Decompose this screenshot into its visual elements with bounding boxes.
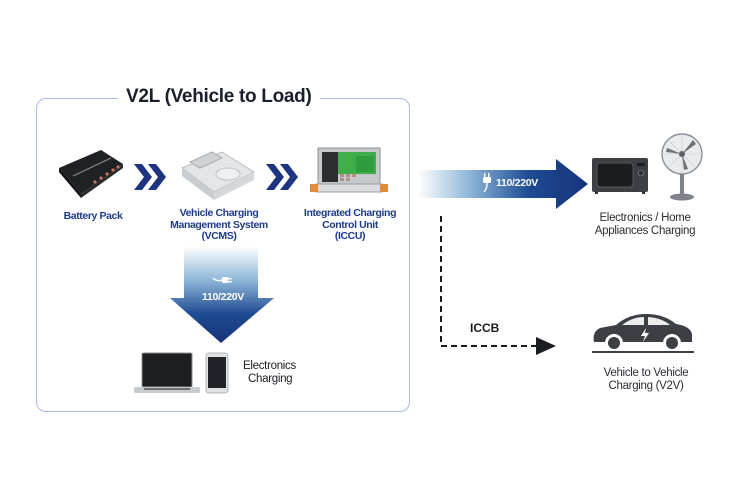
v2v-label-line: Vehicle to Vehicle	[603, 367, 689, 379]
laptop-icon	[134, 352, 200, 393]
iccu-unit-icon	[310, 147, 388, 193]
iccb-label: ICCB	[470, 321, 500, 335]
iccu-label-line: Control Unit	[322, 218, 378, 231]
iccu-label-line: Integrated Charging	[303, 207, 397, 219]
iccu-label-line: (ICCU)	[334, 230, 366, 242]
down-power-arrow	[170, 246, 274, 343]
chevron-right-icon	[266, 164, 298, 190]
v2v-label-line: Charging (V2V)	[608, 380, 684, 392]
right-power-arrow	[418, 159, 588, 209]
vcms-label: Vehicle Charging Management System (VCMS…	[160, 207, 278, 243]
home-appliances-label: Electronics / Home Appliances Charging	[570, 212, 720, 238]
vcms-label-line: Vehicle Charging	[179, 207, 259, 219]
home-label-line: Electronics / Home	[599, 212, 691, 224]
plug-icon	[212, 277, 232, 283]
microwave-icon	[592, 158, 648, 194]
fan-icon	[661, 133, 703, 201]
plug-icon	[483, 173, 491, 193]
battery-pack-label: Battery Pack	[63, 210, 123, 222]
home-label-line: Appliances Charging	[594, 225, 696, 237]
smartphone-icon	[205, 352, 229, 394]
electronics-charging-label: Electronics Charging	[243, 360, 296, 386]
iccb-dashed-arrow	[440, 216, 556, 355]
electronics-label-line: Electronics	[243, 360, 296, 372]
diagram-title: V2L (Vehicle to Load)	[118, 86, 320, 108]
car-icon	[592, 314, 694, 353]
vcms-unit-icon	[180, 151, 256, 200]
chevron-right-icon	[134, 164, 166, 190]
right-arrow-voltage: 110/220V	[496, 177, 538, 189]
iccu-label: Integrated Charging Control Unit (ICCU)	[296, 207, 404, 243]
v2v-label: Vehicle to Vehicle Charging (V2V)	[576, 367, 716, 393]
vcms-label-line: (VCMS)	[201, 230, 237, 242]
down-arrow-voltage: 110/220V	[202, 291, 244, 303]
vcms-label-line: Management System	[170, 218, 268, 231]
electronics-label-line: Charging	[248, 373, 293, 385]
battery-pack-icon	[59, 150, 123, 198]
